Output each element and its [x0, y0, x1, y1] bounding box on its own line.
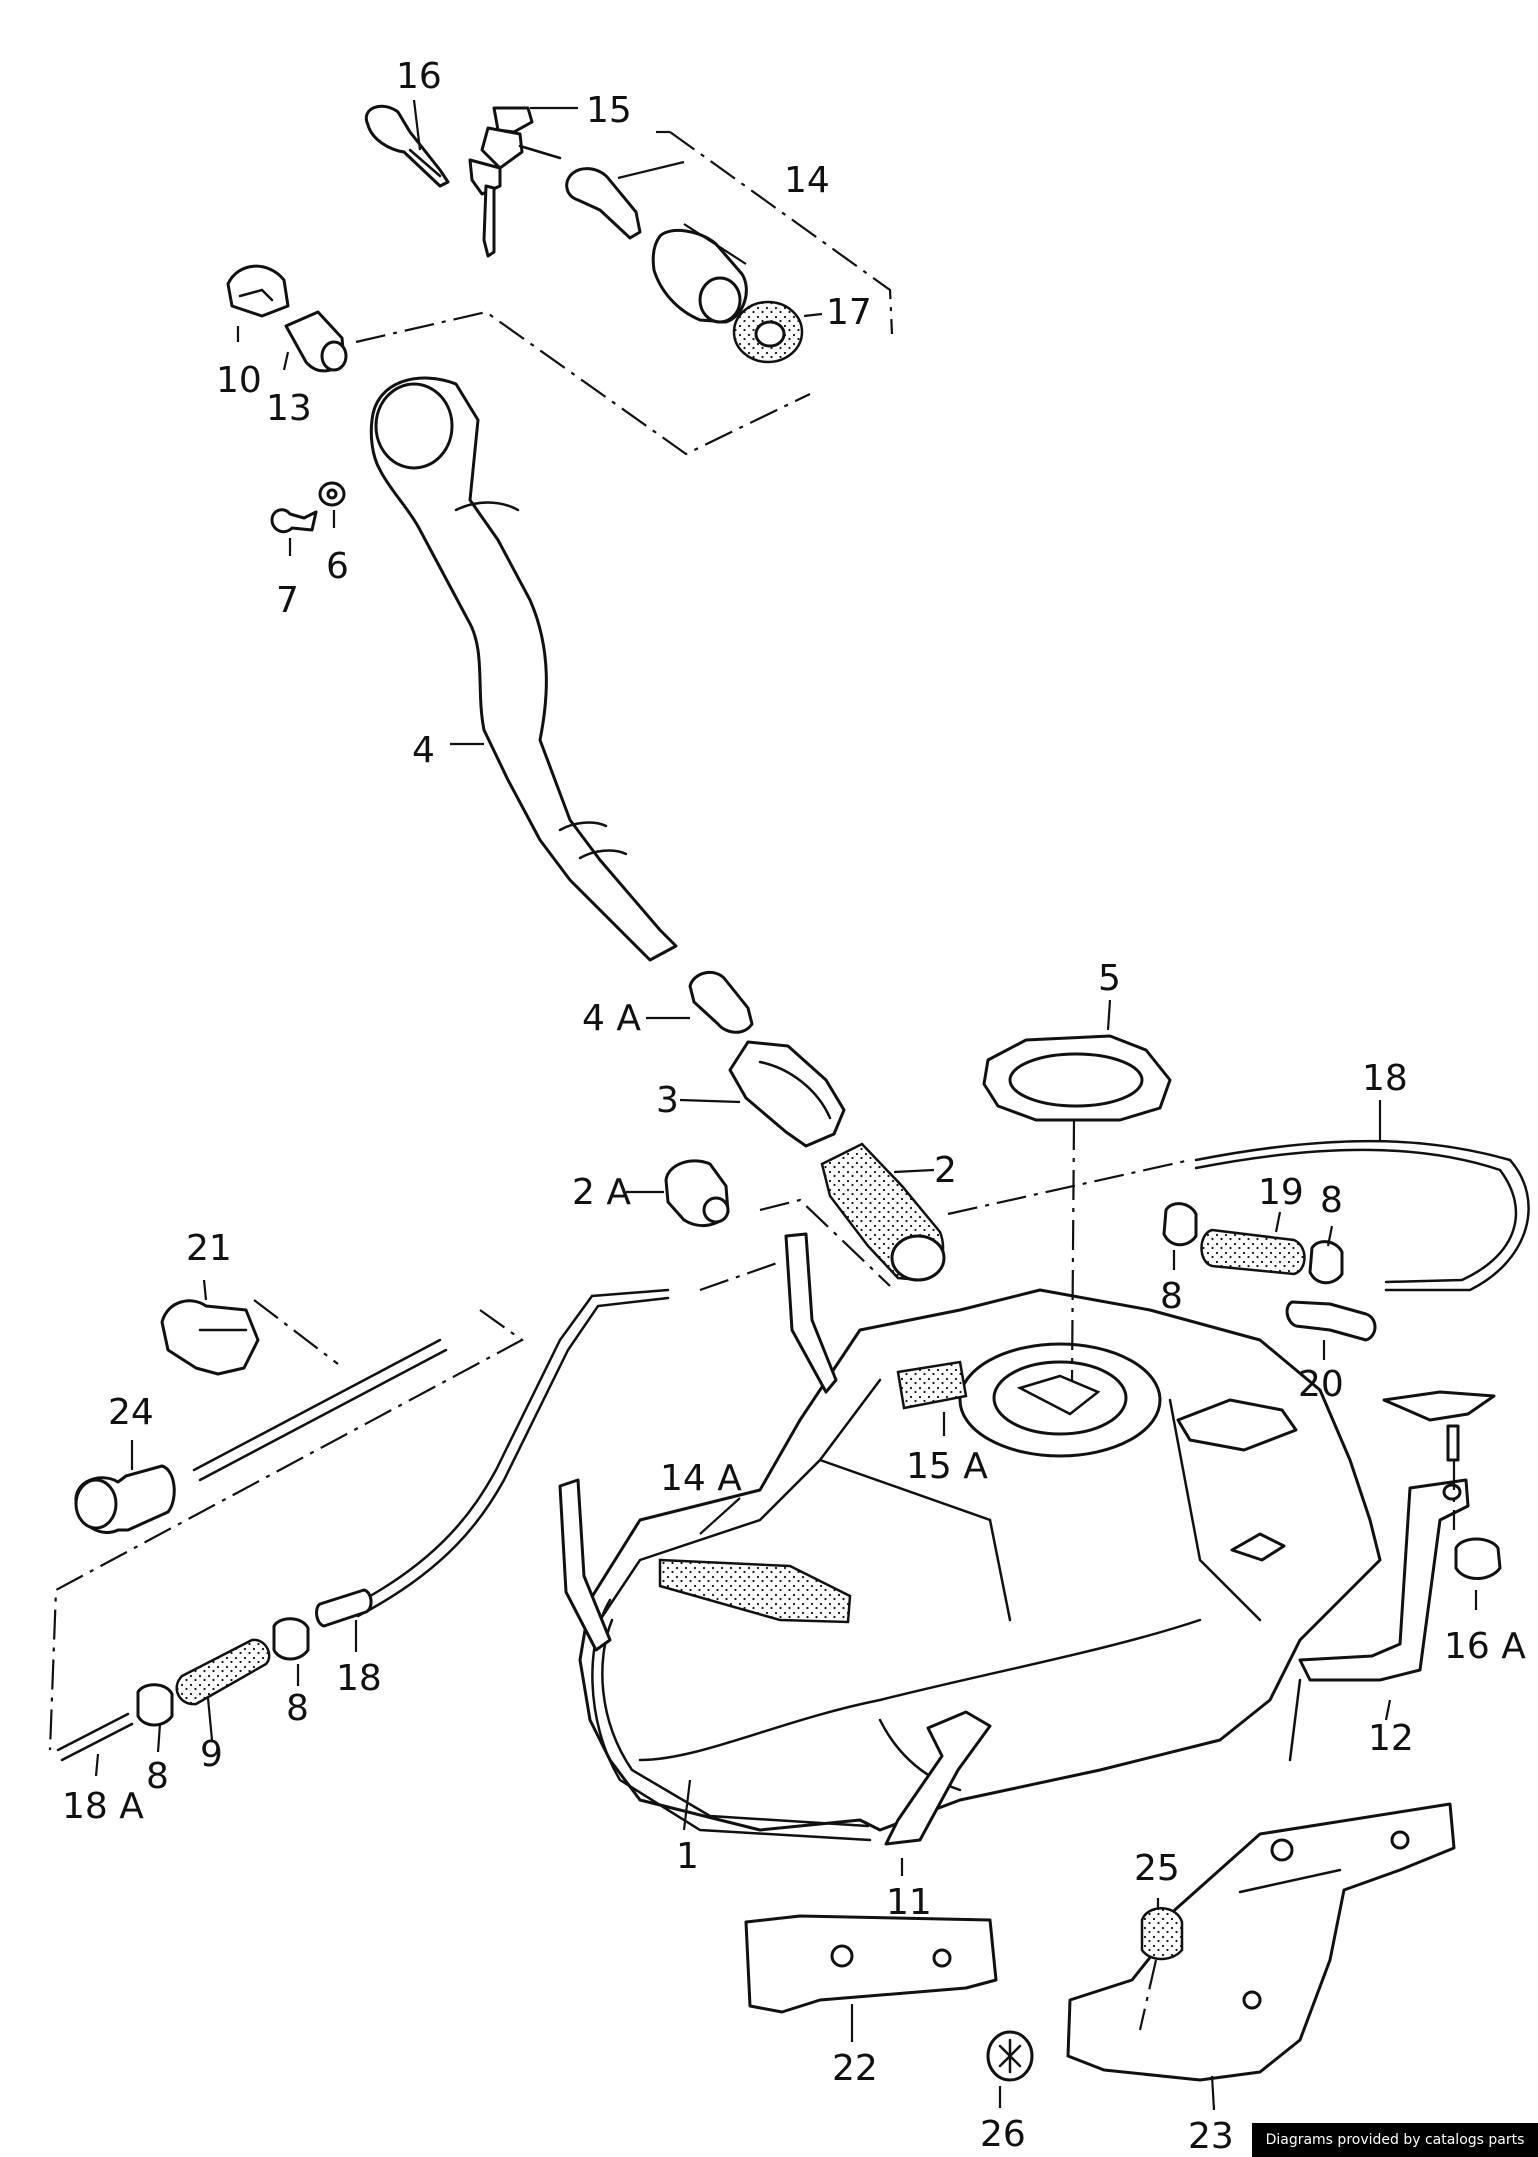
strap-part-12[interactable]: [1298, 1478, 1470, 1682]
seal-ring-part-17[interactable]: [732, 300, 804, 364]
callout-8-left-b: 8: [286, 1688, 309, 1729]
callout-2: 2: [934, 1150, 957, 1191]
callout-14a: 14 A: [660, 1458, 742, 1499]
clip-part-10[interactable]: [226, 264, 290, 318]
grommet-part-24[interactable]: [74, 1464, 176, 1534]
fuel-tank-part-1[interactable]: [578, 1288, 1382, 1832]
callout-18-left: 18: [336, 1658, 382, 1699]
callout-20: 20: [1298, 1364, 1344, 1405]
callout-7: 7: [276, 580, 299, 621]
callout-22: 22: [832, 2048, 878, 2089]
hose-part-9[interactable]: [175, 1638, 271, 1706]
credit-banner: Diagrams provided by catalogs parts: [1252, 2123, 1538, 2157]
callout-labels: 16 15 14 17 10 13 6 7 4 4 A 5 3 18 2 2 A…: [62, 56, 1526, 2157]
callout-15: 15: [586, 90, 632, 131]
callout-5: 5: [1098, 958, 1121, 999]
bracket-left-lower[interactable]: [558, 1478, 612, 1652]
pad-part-15a[interactable]: [896, 1360, 968, 1410]
clamp-part-8-left-b[interactable]: [272, 1617, 310, 1661]
screw-part-7[interactable]: [270, 508, 318, 534]
callout-17: 17: [826, 292, 872, 333]
lock-keys-part-15[interactable]: [468, 106, 562, 258]
callout-21: 21: [186, 1228, 232, 1269]
filler-hose-part-2[interactable]: [820, 1142, 946, 1282]
callout-26: 26: [980, 2114, 1026, 2155]
lock-cylinder-part-14[interactable]: [565, 167, 748, 324]
callout-8-left-a: 8: [146, 1756, 169, 1797]
grommet-part-16a[interactable]: [1454, 1537, 1502, 1580]
strap-part-11[interactable]: [884, 1710, 992, 1846]
hose-clamp-part-3[interactable]: [728, 1040, 846, 1148]
bracket-left-upper[interactable]: [784, 1232, 838, 1394]
callout-4a: 4 A: [582, 998, 641, 1039]
callout-6: 6: [326, 546, 349, 587]
clip-part-21[interactable]: [160, 1299, 260, 1376]
pipe-part-18-left[interactable]: [192, 1338, 448, 1482]
cap-part-13[interactable]: [284, 310, 348, 373]
callout-24: 24: [108, 1392, 154, 1433]
callout-25: 25: [1134, 1848, 1180, 1889]
breather-line-part-18[interactable]: [1194, 1139, 1530, 1292]
clamp-part-8-left-a[interactable]: [136, 1683, 174, 1727]
callout-18a: 18 A: [62, 1786, 144, 1827]
callout-10: 10: [216, 360, 262, 401]
washer-part-6[interactable]: [318, 481, 346, 507]
callout-14: 14: [784, 160, 830, 201]
callout-19: 19: [1258, 1172, 1304, 1213]
assembly-lines: [48, 131, 1456, 2031]
callout-11: 11: [886, 1882, 932, 1923]
locking-ring-part-5[interactable]: [982, 1034, 1172, 1122]
bracket-part-23[interactable]: [1066, 1802, 1456, 2082]
clip-part-25[interactable]: [1140, 1907, 1184, 1961]
fuel-sender-opening[interactable]: [958, 1342, 1162, 1458]
clamp-part-8-right-b[interactable]: [1308, 1240, 1344, 1285]
grommet-part-2a[interactable]: [664, 1159, 730, 1228]
bracket-part-22[interactable]: [744, 1914, 998, 2014]
pad-part-14a[interactable]: [658, 1558, 852, 1624]
filler-neck-part-4[interactable]: [369, 376, 678, 962]
callout-16: 16: [396, 56, 442, 97]
callout-2a: 2 A: [572, 1172, 631, 1213]
connector-part-18-left[interactable]: [315, 1588, 373, 1628]
key-part-16[interactable]: [364, 104, 450, 188]
callout-12: 12: [1368, 1718, 1414, 1759]
pipe-part-18a[interactable]: [56, 1712, 134, 1762]
callout-8-right-top: 8: [1320, 1180, 1343, 1221]
callout-1: 1: [676, 1836, 699, 1877]
callout-23: 23: [1188, 2116, 1234, 2157]
callout-4: 4: [412, 730, 435, 771]
clamp-part-8-right-a[interactable]: [1162, 1202, 1198, 1247]
callout-8-right-bottom: 8: [1160, 1276, 1183, 1317]
hose-part-19[interactable]: [1200, 1228, 1306, 1276]
callout-15a: 15 A: [906, 1446, 988, 1487]
rivet-part-26[interactable]: [986, 2030, 1034, 2082]
callout-3: 3: [656, 1080, 679, 1121]
callout-16a: 16 A: [1444, 1626, 1526, 1667]
callout-13: 13: [266, 388, 312, 429]
connector-part-20[interactable]: [1285, 1300, 1377, 1342]
connector-part-4a[interactable]: [688, 970, 754, 1034]
callout-9: 9: [200, 1734, 223, 1775]
bracket-plate-right[interactable]: [1382, 1390, 1496, 1462]
pipe-part-18-center[interactable]: [350, 1288, 670, 1618]
leader-lines: [94, 99, 1478, 2111]
callout-18-top: 18: [1362, 1058, 1408, 1099]
